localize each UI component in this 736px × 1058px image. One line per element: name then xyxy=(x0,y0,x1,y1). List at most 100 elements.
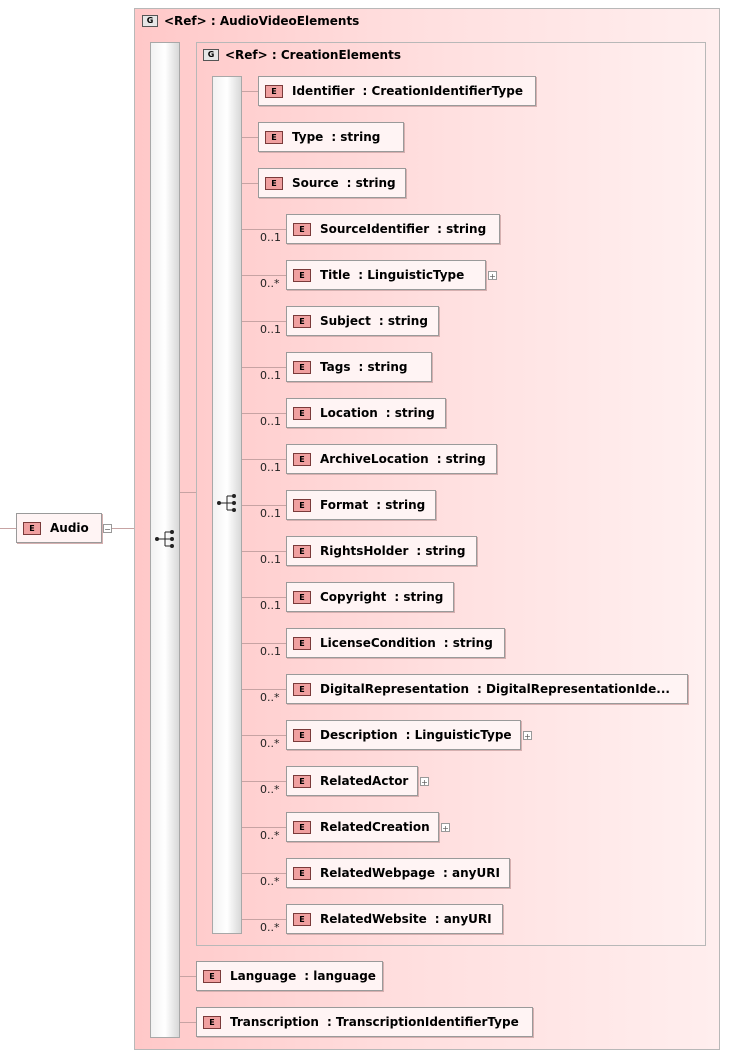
element-subject[interactable]: E Subject : string xyxy=(286,306,439,336)
element-connector xyxy=(242,873,286,874)
element-type: : string xyxy=(443,636,493,650)
element-type: : string xyxy=(436,452,486,466)
connector xyxy=(180,492,196,493)
element-type: : CreationIdentifierType xyxy=(362,84,523,98)
element-connector xyxy=(242,551,286,552)
element-badge: E xyxy=(293,222,311,236)
element-badge: E xyxy=(293,636,311,650)
element-relatedcreation[interactable]: E RelatedCreation xyxy=(286,812,439,842)
group-badge-icon: G xyxy=(142,15,158,27)
element-badge: E xyxy=(293,314,311,328)
element-transcription[interactable]: E Transcription : TranscriptionIdentifie… xyxy=(196,1007,533,1037)
sequence-compositor-icon xyxy=(155,530,174,548)
element-name: Language xyxy=(230,969,297,983)
element-type: : DigitalRepresentationIde... xyxy=(477,682,670,696)
element-badge: E xyxy=(265,84,283,98)
cardinality-label: 0..* xyxy=(260,829,280,842)
element-name: RelatedWebsite xyxy=(320,912,427,926)
element-name: RelatedCreation xyxy=(320,820,430,834)
element-connector xyxy=(242,91,258,92)
element-badge: E xyxy=(265,176,283,190)
element-type: : string xyxy=(385,406,435,420)
cardinality-label: 0..* xyxy=(260,277,280,290)
element-type: : string xyxy=(437,222,487,236)
element-connector xyxy=(242,321,286,322)
element-connector xyxy=(242,183,258,184)
element-badge: E xyxy=(293,820,311,834)
element-type: : string xyxy=(394,590,444,604)
cardinality-label: 0..1 xyxy=(260,369,281,382)
element-name: LicenseCondition xyxy=(320,636,436,650)
element-connector xyxy=(242,137,258,138)
element-name: Identifier xyxy=(292,84,355,98)
element-badge: E xyxy=(293,590,311,604)
element-type: : LinguisticType xyxy=(405,728,512,742)
root-element-audio[interactable]: E Audio xyxy=(16,513,102,543)
element-connector xyxy=(242,505,286,506)
expand-icon[interactable]: + xyxy=(420,777,429,787)
cardinality-label: 0..1 xyxy=(260,507,281,520)
inner-group-label: <Ref> : CreationElements xyxy=(225,48,401,62)
cardinality-label: 0..* xyxy=(260,691,280,704)
expand-icon[interactable]: + xyxy=(523,731,532,741)
element-identifier[interactable]: E Identifier : CreationIdentifierType xyxy=(258,76,536,106)
element-badge: E xyxy=(203,969,221,983)
element-name: Format xyxy=(320,498,369,512)
element-connector xyxy=(242,735,286,736)
cardinality-label: 0..1 xyxy=(260,323,281,336)
collapse-icon[interactable]: − xyxy=(103,524,112,534)
outer-group-title: G <Ref> : AudioVideoElements xyxy=(142,14,359,28)
element-badge: E xyxy=(293,544,311,558)
element-name: Audio xyxy=(50,521,89,535)
cardinality-label: 0..1 xyxy=(260,645,281,658)
element-type: : string xyxy=(376,498,426,512)
inner-group-title: G <Ref> : CreationElements xyxy=(203,48,401,62)
element-name: Location xyxy=(320,406,378,420)
element-badge: E xyxy=(293,682,311,696)
element-language[interactable]: E Language : language xyxy=(196,961,383,991)
element-name: Subject xyxy=(320,314,371,328)
element-type: : string xyxy=(331,130,381,144)
element-name: Title xyxy=(320,268,351,282)
cardinality-label: 0..* xyxy=(260,921,280,934)
expand-icon[interactable]: + xyxy=(441,823,450,833)
element-connector xyxy=(242,229,286,230)
element-type: : string xyxy=(358,360,408,374)
element-badge: E xyxy=(203,1015,221,1029)
element-connector xyxy=(242,781,286,782)
cardinality-label: 0..* xyxy=(260,783,280,796)
element-connector xyxy=(242,275,286,276)
cardinality-label: 0..1 xyxy=(260,461,281,474)
element-badge: E xyxy=(23,521,41,535)
element-copyright[interactable]: E Copyright : string xyxy=(286,582,454,612)
element-name: Copyright xyxy=(320,590,387,604)
element-badge: E xyxy=(293,912,311,926)
element-format[interactable]: E Format : string xyxy=(286,490,436,520)
cardinality-label: 0..1 xyxy=(260,553,281,566)
element-connector xyxy=(242,367,286,368)
element-licensecondition[interactable]: E LicenseCondition : string xyxy=(286,628,505,658)
element-type: : TranscriptionIdentifierType xyxy=(326,1015,519,1029)
element-type: : string xyxy=(378,314,428,328)
element-connector xyxy=(242,597,286,598)
element-badge: E xyxy=(293,498,311,512)
element-name: Tags xyxy=(320,360,351,374)
sequence-compositor-icon xyxy=(217,494,236,512)
element-connector xyxy=(242,827,286,828)
element-name: RightsHolder xyxy=(320,544,409,558)
expand-icon[interactable]: + xyxy=(488,271,497,281)
cardinality-label: 0..1 xyxy=(260,231,281,244)
